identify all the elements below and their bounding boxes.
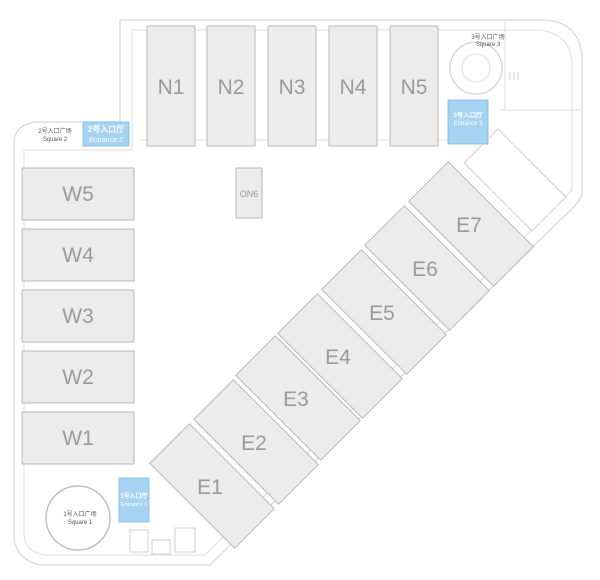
square-3-circle [449, 41, 503, 95]
entrance-3-label-zh: 3号入口厅 [453, 110, 483, 119]
site-inner-outline [23, 29, 573, 556]
entrance-3-label-en: Entrance 3 [453, 121, 483, 127]
hall-n1[interactable]: N1 [146, 25, 196, 147]
entrance-2[interactable]: 2号入口厅 Entrance 2 [82, 121, 130, 147]
hall-w5-label: W5 [62, 183, 94, 206]
hall-e4[interactable]: E4 [277, 293, 403, 419]
square-2-label-en: Square 2 [43, 137, 68, 143]
hall-e5-label: E5 [369, 302, 395, 325]
hall-e3[interactable]: E3 [235, 335, 361, 461]
hall-w5[interactable]: W5 [21, 167, 135, 221]
entrance-2-label-zh: 2号入口厅 [88, 125, 124, 134]
hall-w1[interactable]: W1 [21, 411, 135, 465]
entrance-1[interactable]: 1号入口厅 Entrance 1 [118, 477, 150, 523]
hall-n3[interactable]: N3 [267, 25, 317, 147]
hall-e1[interactable]: E1 [149, 423, 275, 549]
bottom-structure-3 [174, 527, 196, 553]
hall-w2-label: W2 [62, 366, 94, 389]
bottom-structure-2 [151, 539, 171, 555]
square-1-label-en: Square 1 [68, 520, 93, 526]
square-3-inner-circle [461, 53, 491, 83]
hall-n2-label: N2 [218, 76, 245, 99]
hall-w3[interactable]: W3 [21, 289, 135, 343]
hall-on6[interactable]: ON6 [235, 167, 263, 219]
entrance-3[interactable]: 3号入口厅 Entrance 3 [447, 99, 489, 145]
entrance-1-label-en: Entrance 1 [121, 502, 148, 508]
square-2-label-zh: 2号入口广场 [38, 127, 71, 135]
hall-e4-label: E4 [325, 346, 351, 369]
hall-w2[interactable]: W2 [21, 350, 135, 404]
hall-e7[interactable]: E7 [408, 161, 534, 287]
hall-n4-label: N4 [340, 76, 367, 99]
hall-e6[interactable]: E6 [364, 205, 490, 331]
entrance-2-label-en: Entrance 2 [89, 137, 123, 144]
site-outline [13, 19, 583, 566]
hall-e5[interactable]: E5 [321, 249, 447, 375]
square-3-label-zh: 3号入口广场 [471, 33, 504, 41]
hall-n4[interactable]: N4 [328, 25, 378, 147]
hall-e1-label: E1 [197, 476, 223, 499]
hall-e3-label: E3 [283, 388, 309, 411]
hall-w4-label: W4 [62, 244, 94, 267]
entrance-1-label-zh: 1号入口厅 [120, 492, 147, 500]
hall-e6-label: E6 [412, 258, 438, 281]
hall-w3-label: W3 [62, 305, 94, 328]
east-unlabeled-block [463, 128, 567, 232]
hall-n3-label: N3 [279, 76, 306, 99]
hall-on6-label: ON6 [240, 189, 259, 199]
hall-w4[interactable]: W4 [21, 228, 135, 282]
square-1-label-zh: 1号入口广场 [63, 510, 96, 518]
hall-e7-label: E7 [456, 214, 482, 237]
hall-e2-label: E2 [241, 432, 267, 455]
hall-n2[interactable]: N2 [206, 25, 256, 147]
hall-n1-label: N1 [158, 76, 185, 99]
hall-n5[interactable]: N5 [389, 25, 439, 147]
stairs-marks [509, 72, 519, 80]
hall-e2[interactable]: E2 [193, 379, 319, 505]
hall-n5-label: N5 [401, 76, 428, 99]
square-3-label-en: Square 3 [476, 42, 501, 48]
bottom-structure-1 [129, 529, 149, 553]
square-1-circle [45, 485, 111, 551]
hall-w1-label: W1 [62, 427, 94, 450]
